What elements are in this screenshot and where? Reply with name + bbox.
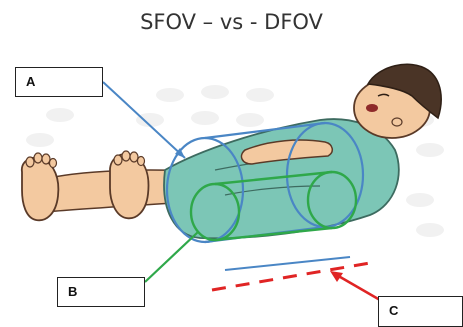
pointer-b [145, 232, 198, 282]
label-b-text: B [68, 284, 77, 299]
label-a-box: A [15, 67, 103, 97]
label-c-box: C [378, 296, 463, 327]
table-line [225, 257, 350, 270]
dashed-line [212, 263, 370, 290]
pointer-c [330, 271, 380, 300]
label-a-text: A [26, 74, 35, 89]
label-c-text: C [389, 303, 398, 318]
label-b-box: B [57, 277, 145, 307]
patient-head [354, 64, 441, 138]
